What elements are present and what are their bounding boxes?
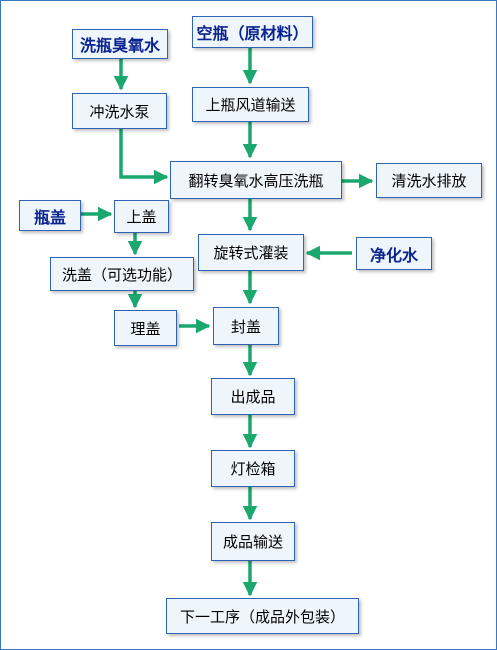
node-purified-water: 净化水	[356, 237, 432, 270]
node-lamp-check: 灯检箱	[211, 450, 295, 487]
node-air-conveyor: 上瓶风道输送	[192, 87, 309, 122]
node-finished-convey: 成品输送	[211, 522, 295, 561]
arrow-pump-to-wash	[119, 129, 169, 185]
node-empty-bottle: 空瓶（原材料）	[192, 16, 313, 48]
node-rinse-pump: 冲洗水泵	[72, 93, 167, 129]
node-seal-cap: 封盖	[213, 307, 279, 345]
node-drain: 清洗水排放	[376, 163, 482, 198]
node-flip-wash: 翻转臭氧水高压洗瓶	[170, 161, 342, 199]
node-ozone-water: 洗瓶臭氧水	[72, 29, 168, 59]
node-finished-out: 出成品	[211, 378, 295, 415]
node-cap-material: 瓶盖	[19, 200, 81, 231]
node-sort-cap: 理盖	[114, 310, 177, 346]
node-wash-cap: 洗盖（可选功能）	[50, 257, 194, 291]
node-rotary-fill: 旋转式灌装	[198, 234, 304, 271]
node-next-step: 下一工序（成品外包装）	[166, 598, 359, 634]
node-load-cap: 上盖	[114, 200, 169, 233]
